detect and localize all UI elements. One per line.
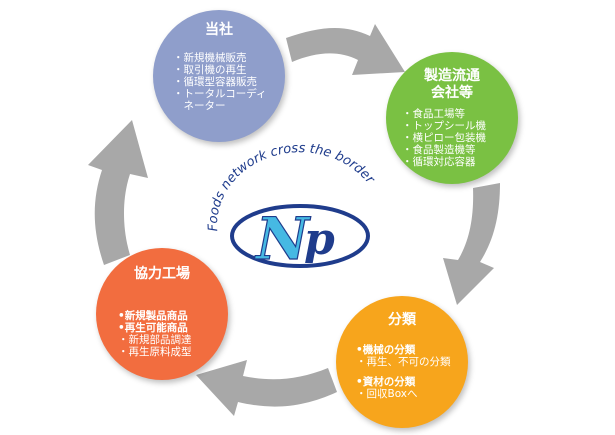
material-section: •資材の分類 ・回収Boxへ	[356, 376, 418, 400]
arrow-bottom-to-left	[196, 360, 337, 416]
list-item: ・新規部品調達	[118, 334, 192, 346]
list-item: ・トップシール機	[402, 120, 486, 132]
node-manufacturer-title: 製造流通 会社等	[386, 68, 518, 102]
node-sorting: 分類 •機械の分類 ・再生、不可の分類 •資材の分類 ・回収Boxへ	[336, 296, 468, 428]
arrow-top-to-right	[286, 24, 405, 75]
list-item: ・食品製造機等	[402, 144, 476, 156]
list-item: •新規製品商品	[118, 310, 188, 322]
node-partner-factory-list: •新規製品商品 •再生可能商品 ・新規部品調達 ・再生原料成型	[118, 310, 192, 358]
arrow-right-to-bottom	[443, 183, 500, 305]
list-item: ・横ピロー包装機	[402, 132, 486, 144]
list-item: ・再生原料成型	[118, 346, 192, 358]
node-partner-factory-title: 協力工場	[134, 266, 190, 282]
list-item: ・回収Boxへ	[356, 388, 418, 400]
section-heading: •資材の分類	[356, 376, 416, 388]
node-sorting-title: 分類	[388, 312, 416, 328]
list-item: ・トータルコーディ	[173, 88, 267, 100]
title-line: 会社等	[431, 85, 473, 101]
node-partner-factory: 協力工場 •新規製品商品 •再生可能商品 ・新規部品調達 ・再生原料成型	[96, 248, 228, 380]
node-company-title: 当社	[205, 22, 233, 38]
np-logo: Foods network cross the border N p	[206, 144, 378, 274]
list-item: •再生可能商品	[118, 322, 188, 334]
title-line: 製造流通	[424, 68, 480, 84]
node-company-list: ・新規機械販売 ・取引機の再生 ・循環型容器販売 ・トータルコーディ ネーター	[173, 52, 267, 112]
arrow-left-to-top	[88, 120, 148, 265]
list-item: ネーター	[173, 100, 226, 112]
node-manufacturer-list: ・食品工場等 ・トップシール機 ・横ピロー包装機 ・食品製造機等 ・循環対応容器	[402, 108, 486, 168]
list-item: ・循環型容器販売	[173, 76, 257, 88]
list-item: ・新規機械販売	[173, 52, 247, 64]
node-company: 当社 ・新規機械販売 ・取引機の再生 ・循環型容器販売 ・トータルコーディ ネー…	[153, 10, 285, 142]
machine-section: •機械の分類 ・再生、不可の分類	[356, 344, 451, 368]
logo-ellipse	[230, 204, 370, 268]
list-item: ・食品工場等	[402, 108, 465, 120]
logo-letter-p: p	[304, 214, 335, 265]
logo-letter-n: N	[254, 205, 311, 273]
list-item: ・取引機の再生	[173, 64, 247, 76]
list-item: ・再生、不可の分類	[356, 356, 451, 368]
node-manufacturer: 製造流通 会社等 ・食品工場等 ・トップシール機 ・横ピロー包装機 ・食品製造機…	[386, 52, 518, 184]
section-heading: •機械の分類	[356, 344, 416, 356]
list-item: ・循環対応容器	[402, 156, 476, 168]
